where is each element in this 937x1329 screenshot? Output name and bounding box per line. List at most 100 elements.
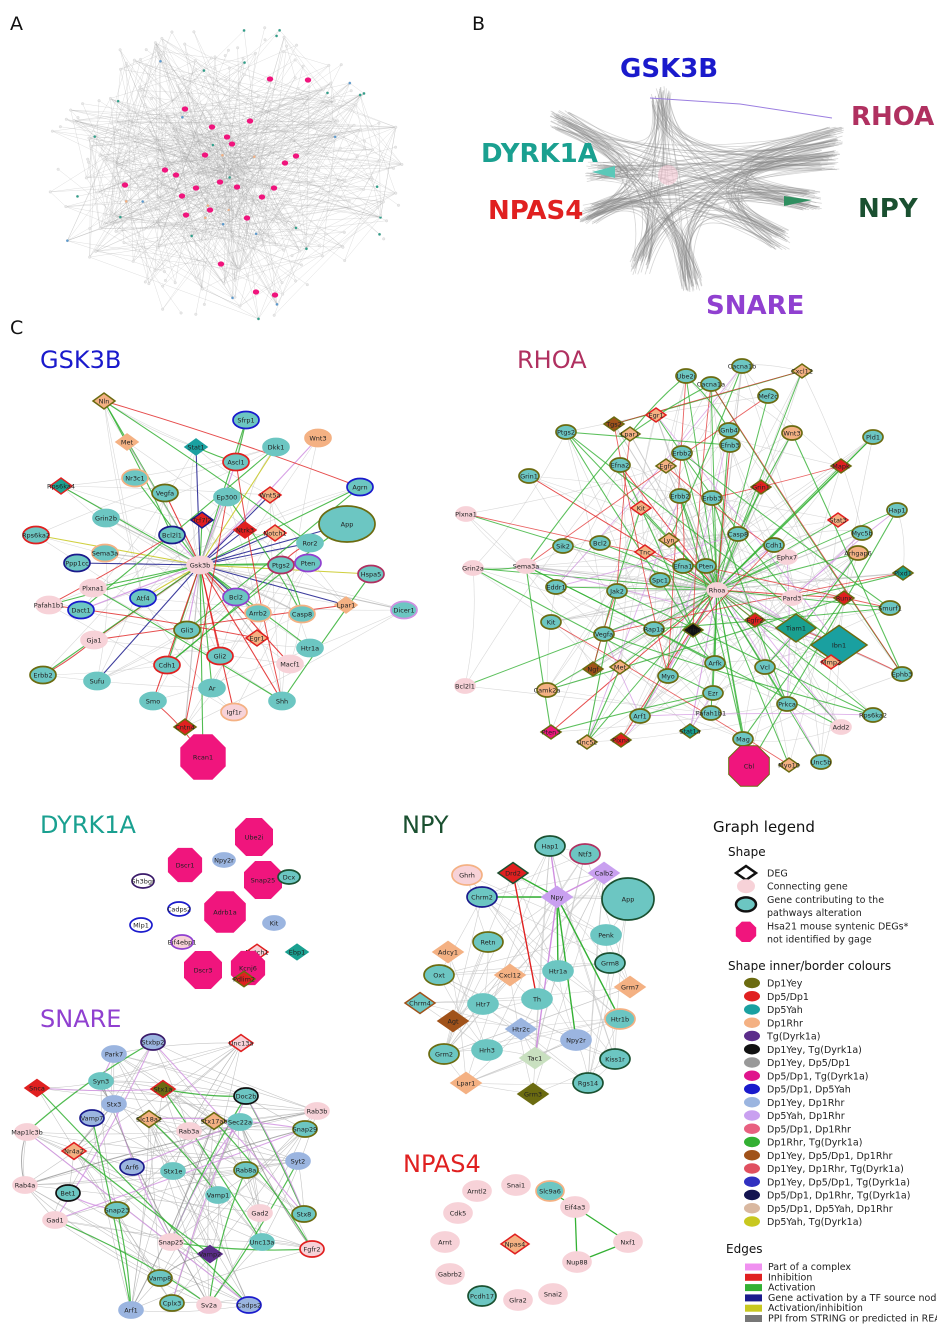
hairball-node (233, 201, 236, 205)
network-edge (443, 941, 489, 1055)
module-edge (555, 117, 698, 285)
module-edge (550, 120, 653, 265)
module-edge (683, 151, 835, 291)
node-label: Igf1r (226, 709, 241, 717)
hairball-edge (157, 135, 205, 227)
legend-edge-label: Activation/inhibition (768, 1303, 863, 1314)
module-edge (654, 96, 787, 241)
hairball-edge (170, 207, 201, 242)
network-edge (48, 604, 235, 713)
legend-colour-item: Dp5/Dp1, Tg(Dyrk1a) (744, 1070, 868, 1082)
module-edge (604, 164, 821, 167)
network-edge (791, 509, 898, 599)
node-shape (518, 468, 540, 484)
node-shape (754, 659, 776, 675)
node-shape (562, 1251, 592, 1273)
node-label: Dscr1 (176, 862, 195, 870)
node-label: Mef2c (758, 393, 778, 401)
module-edge (586, 208, 650, 263)
node-label: Nr4a2 (64, 1148, 84, 1156)
module-edge (647, 165, 822, 260)
module-edge (641, 99, 660, 262)
module-edge (629, 206, 791, 263)
module-edge (745, 130, 842, 153)
hairball-node (229, 165, 232, 169)
hairball-node (228, 193, 232, 196)
network-edge (482, 1003, 589, 1084)
node-label: Sufu (90, 678, 105, 686)
module-edge (680, 129, 845, 289)
node-shape (14, 1123, 40, 1141)
legend-octagon-icon (735, 921, 757, 942)
hairball-edge (115, 164, 150, 284)
module-edge (723, 192, 815, 247)
node-shape (777, 757, 801, 773)
hairball-node (377, 121, 381, 125)
network-edge (737, 436, 874, 535)
network-edge (152, 1041, 305, 1215)
hairball-node (288, 178, 291, 182)
module-edge (657, 90, 665, 131)
hairball-edge (193, 31, 246, 171)
node-label: Dscr3 (194, 967, 213, 975)
hairball-node (203, 216, 207, 220)
node-label: Sv2a (201, 1302, 217, 1310)
legend-colour-swatch (744, 1150, 760, 1161)
hairball-edge (344, 127, 396, 261)
module-hub (784, 196, 812, 206)
module-edge (732, 152, 835, 248)
module-edge (652, 104, 843, 147)
module-edge (741, 182, 816, 207)
node-label: Eif4a3 (565, 1204, 585, 1212)
network-edge (443, 872, 605, 1055)
node-label: Sfrp1 (237, 417, 254, 425)
legend-colour-swatch (744, 1057, 760, 1068)
module-edge (587, 161, 838, 171)
module-edge (682, 141, 843, 278)
hairball-edge (274, 94, 361, 316)
node-label: Arnt (438, 1239, 452, 1247)
node-label: Grin1 (520, 473, 538, 481)
hairball-node (98, 154, 102, 157)
legend-shape-label: Hsa21 mouse syntenic DEGs* (767, 921, 909, 932)
hairball-edge (234, 218, 248, 263)
hairball-node (222, 281, 226, 285)
hairball-node (87, 160, 90, 164)
module-edge (685, 215, 787, 286)
legend-colour-swatch (744, 1017, 760, 1028)
module-edge (684, 150, 835, 292)
hairball-edge (95, 158, 157, 252)
module-edge (638, 143, 835, 258)
network-edge (239, 1121, 313, 1250)
node-shape (222, 452, 250, 472)
hairball-node (363, 139, 366, 143)
hairball-node (206, 224, 210, 227)
node-label: Vamp2 (199, 1251, 222, 1259)
node-label: Htr2c (512, 1026, 530, 1034)
node-shape (198, 678, 226, 698)
node-shape (601, 877, 655, 921)
module-edge (634, 217, 698, 274)
node-shape (594, 952, 626, 974)
b-label-snare: SNARE (706, 291, 804, 321)
network-edge (438, 962, 611, 976)
hairball-node (88, 255, 91, 259)
hairball-node (203, 104, 207, 108)
hairball-node (254, 51, 257, 55)
network-edge (199, 496, 228, 566)
network-edge (24, 1110, 318, 1186)
node-shape (700, 705, 722, 721)
node-shape (249, 1233, 275, 1251)
node-shape (602, 416, 626, 432)
node-label: Npy2r (566, 1037, 586, 1045)
node-shape (63, 553, 91, 573)
hairball-node (257, 317, 260, 321)
hairball-node (241, 56, 245, 60)
hairball-node (289, 198, 293, 202)
hairball-node (170, 30, 174, 34)
node-label: Stxbp2 (142, 1039, 165, 1047)
network-edge (134, 477, 201, 566)
network-edge (754, 619, 790, 766)
node-label: Lpar1 (457, 1080, 476, 1088)
hairball-edge (66, 119, 194, 174)
